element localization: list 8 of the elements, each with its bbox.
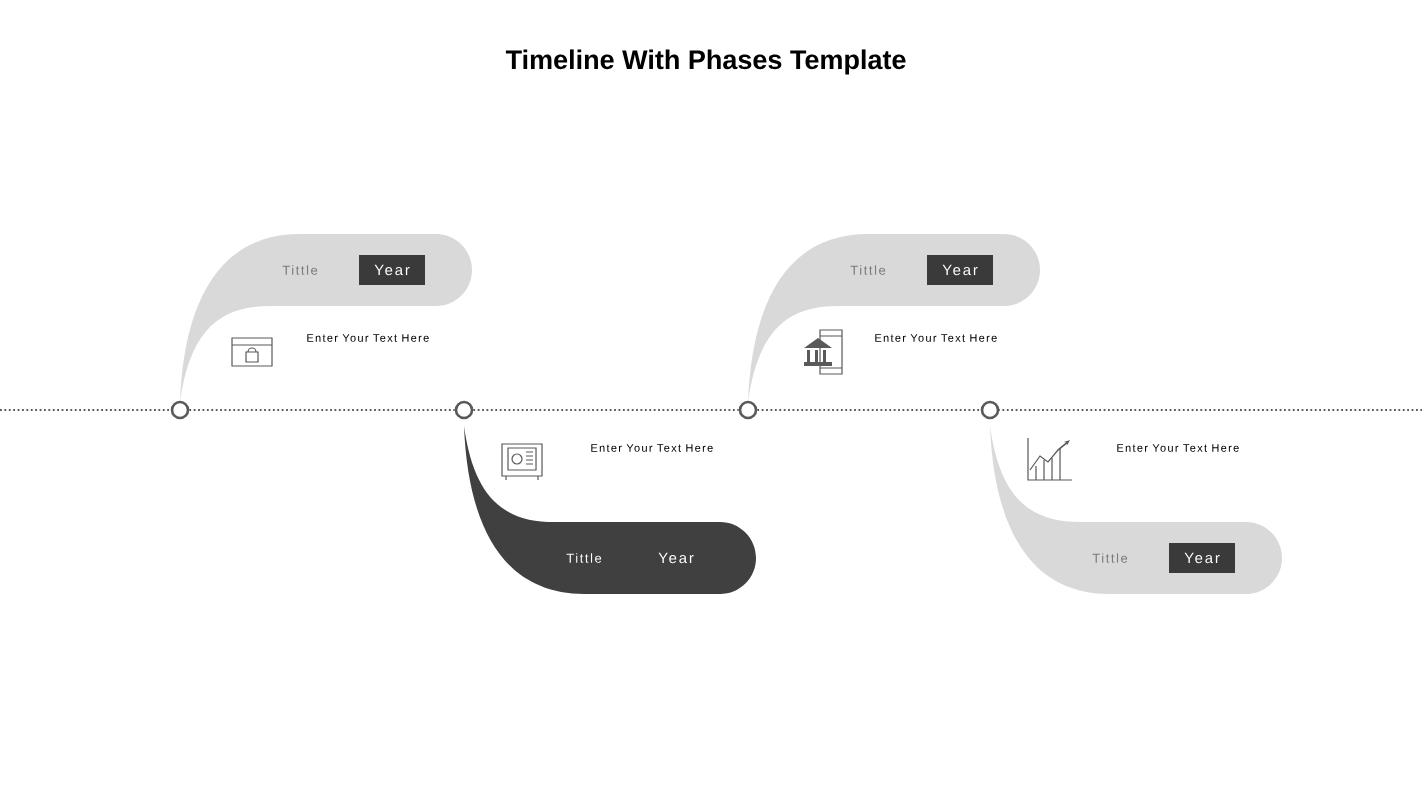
timeline-marker bbox=[170, 400, 190, 420]
timeline-marker bbox=[980, 400, 1000, 420]
timeline-marker bbox=[738, 400, 758, 420]
title: Timeline With Phases Template bbox=[505, 49, 906, 75]
timeline-line bbox=[188, 409, 456, 411]
timeline-marker bbox=[454, 400, 474, 420]
timeline-line bbox=[756, 409, 982, 411]
timeline-line bbox=[472, 409, 740, 411]
